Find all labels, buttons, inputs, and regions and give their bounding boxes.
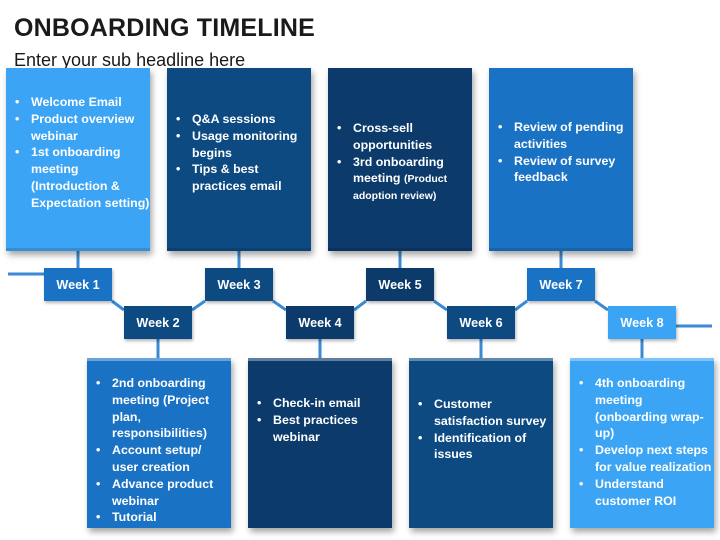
- list-item: 4th onboarding meeting (onboarding wrap-…: [579, 375, 714, 442]
- connector-w3-w4: [272, 299, 287, 312]
- card-week-7: Review of pending activities Review of s…: [489, 68, 633, 251]
- list-item: Welcome Email: [15, 94, 150, 111]
- connector-w6-w7: [514, 299, 528, 312]
- list-item-main: 3rd onboarding meeting: [353, 154, 444, 186]
- page-subtitle: Enter your sub headline here: [14, 50, 246, 70]
- list-item: Tips & best practices email: [176, 161, 311, 195]
- connector-w5-w6: [433, 299, 448, 312]
- list-item: 3rd onboarding meeting (Product adoption…: [337, 154, 472, 204]
- card-week-3: Q&A sessions Usage monitoring begins Tip…: [167, 68, 311, 251]
- list-item: Account setup/ user creation: [96, 442, 231, 476]
- week-2-label: Week 2: [124, 306, 192, 339]
- connector-w1-w2: [111, 299, 125, 312]
- list-item: 1st onboarding meeting (Introduction & E…: [15, 144, 150, 211]
- connector-w4-w5: [353, 299, 367, 312]
- list-item: Customer satisfaction survey: [418, 396, 553, 430]
- connector-w2-w3: [191, 299, 206, 312]
- list-item: Best practices webinar: [257, 412, 392, 446]
- list-item-note: (Product adoption review): [353, 173, 448, 203]
- connector-w7-w8: [594, 299, 609, 312]
- week-6-label: Week 6: [447, 306, 515, 339]
- week-3-label: Week 3: [205, 268, 273, 301]
- week-1-label: Week 1: [44, 268, 112, 301]
- card-week-5: Cross-sell opportunities 3rd onboarding …: [328, 68, 472, 251]
- page-title: ONBOARDING TIMELINE: [14, 14, 316, 42]
- list-item: Q&A sessions: [176, 111, 311, 128]
- week-8-label: Week 8: [608, 306, 676, 339]
- card-week-2: 2nd onboarding meeting (Project plan, re…: [87, 358, 231, 528]
- card-week-1: Welcome Email Product overview webinar 1…: [6, 68, 150, 251]
- list-item: Check-in email: [257, 395, 392, 412]
- week-5-label: Week 5: [366, 268, 434, 301]
- list-item: Review of survey feedback: [498, 153, 633, 187]
- list-item: Understand customer ROI: [579, 476, 714, 510]
- card-week-4: Check-in email Best practices webinar: [248, 358, 392, 528]
- list-item: 2nd onboarding meeting (Project plan, re…: [96, 375, 231, 442]
- list-item: Tutorial: [96, 509, 231, 526]
- list-item: Review of pending activities: [498, 119, 633, 153]
- week-7-label: Week 7: [527, 268, 595, 301]
- list-item: Advance product webinar: [96, 476, 231, 510]
- card-week-6: Customer satisfaction survey Identificat…: [409, 358, 553, 528]
- list-item: Cross-sell opportunities: [337, 120, 472, 154]
- week-4-label: Week 4: [286, 306, 354, 339]
- list-item: Develop next steps for value realization: [579, 442, 714, 476]
- list-item: Product overview webinar: [15, 111, 150, 145]
- list-item: Usage monitoring begins: [176, 128, 311, 162]
- card-week-8: 4th onboarding meeting (onboarding wrap-…: [570, 358, 714, 528]
- list-item: Identification of issues: [418, 430, 553, 464]
